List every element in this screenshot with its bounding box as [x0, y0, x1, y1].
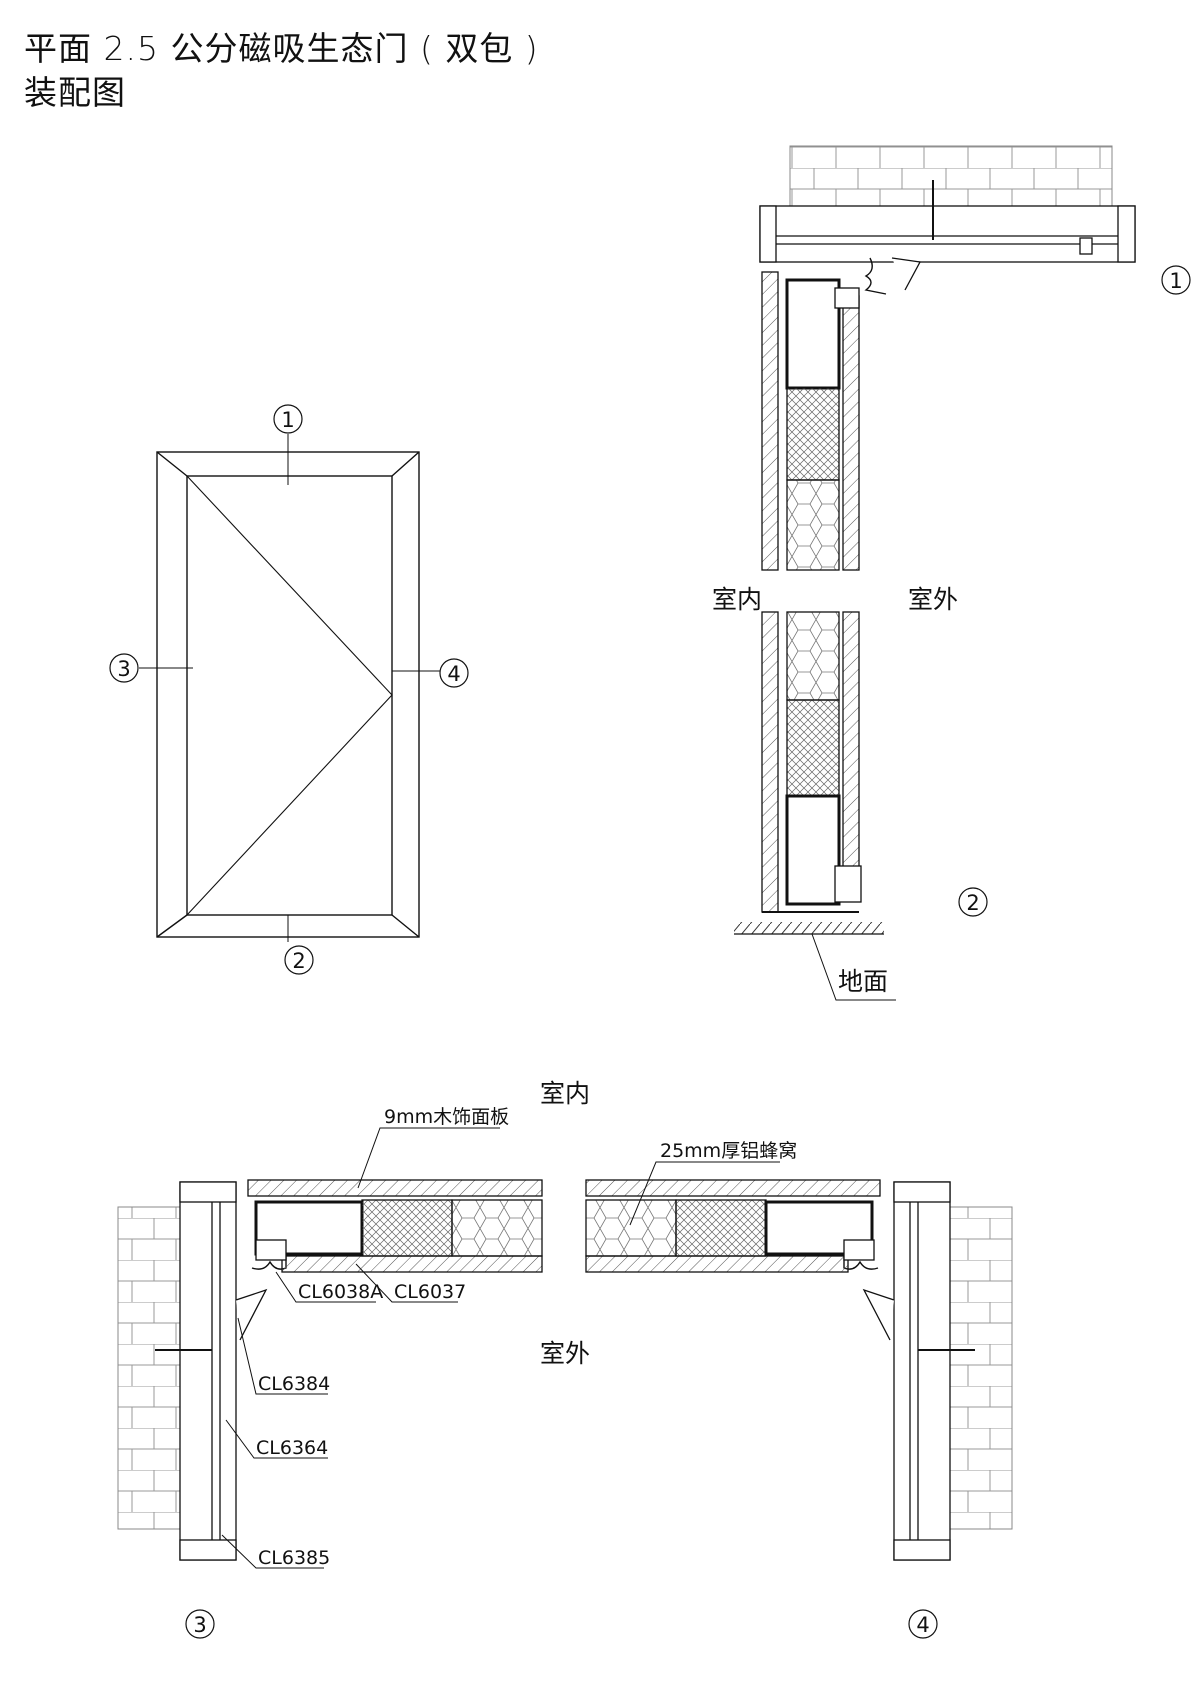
label-cl6385: CL6385: [258, 1547, 330, 1569]
callout-3-elevation: 3: [109, 653, 139, 683]
jamb-frame-left: [179, 1181, 237, 1561]
door-leaf-section-bottom: [761, 611, 862, 913]
top-frame-profile: [759, 205, 1136, 263]
magnetic-seal: [864, 257, 887, 295]
svg-text:3: 3: [193, 1613, 206, 1637]
label-cl6038a: CL6038A: [298, 1281, 383, 1303]
drawing-subtitle: 装配图: [24, 73, 126, 112]
svg-text:2: 2: [966, 891, 979, 915]
label-ground: 地面: [838, 967, 888, 996]
drawing-title: 平面 2.5 公分磁吸生态门 ( 双包 ): [24, 29, 539, 68]
horizontal-section-right: [843, 1181, 1013, 1561]
opening-direction-lines: [186, 475, 393, 916]
horizontal-section-left: [117, 1181, 287, 1561]
door-leaf-section-right: [585, 1179, 881, 1273]
label-cl6384: CL6384: [258, 1373, 330, 1395]
callout-4-elevation: 4: [439, 658, 469, 688]
svg-text:3: 3: [117, 657, 130, 681]
door-frame-outer: [156, 451, 420, 938]
leader-lines: [221, 1127, 780, 1569]
svg-text:1: 1: [1169, 269, 1182, 293]
svg-text:2: 2: [292, 949, 305, 973]
label-wood-panel: 9mm木饰面板: [384, 1106, 509, 1128]
label-indoor-vertical: 室内: [712, 585, 762, 614]
callout-4-section: 4: [908, 1609, 938, 1639]
label-indoor-horizontal: 室内: [540, 1079, 590, 1108]
ground-line: [734, 922, 896, 1001]
label-cl6364: CL6364: [256, 1437, 328, 1459]
door-leaf-section-top: [761, 271, 860, 571]
label-outdoor-vertical: 室外: [908, 585, 958, 614]
label-cl6037: CL6037: [394, 1281, 466, 1303]
jamb-frame-right: [893, 1181, 951, 1561]
label-honeycomb: 25mm厚铝蜂窝: [660, 1140, 797, 1162]
vertical-section-top: [759, 145, 1136, 295]
callout-2-elevation: 2: [284, 945, 314, 975]
svg-text:4: 4: [447, 662, 460, 686]
callout-2-section: 2: [958, 887, 988, 917]
callout-1-section: 1: [1161, 265, 1191, 295]
svg-text:1: 1: [281, 408, 294, 432]
callout-3-section: 3: [185, 1609, 215, 1639]
door-leaf-section-left: [247, 1179, 543, 1273]
door-leaf: [186, 475, 393, 916]
label-outdoor-horizontal: 室外: [540, 1339, 590, 1368]
svg-text:4: 4: [916, 1613, 929, 1637]
callout-1-elevation: 1: [273, 404, 303, 434]
door-elevation: [139, 434, 440, 942]
